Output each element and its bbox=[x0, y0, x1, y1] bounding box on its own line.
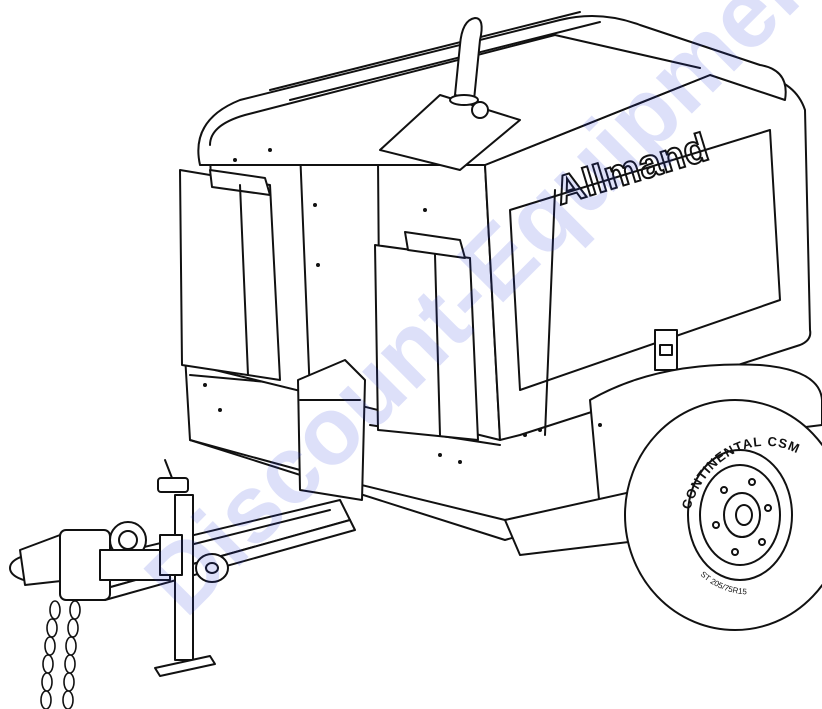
door-latch bbox=[654, 329, 678, 371]
tongue-wheel bbox=[195, 553, 229, 583]
hitch-coupler bbox=[9, 521, 171, 601]
right-doc-box bbox=[374, 231, 479, 441]
left-doc-box bbox=[179, 169, 281, 381]
jack-stand bbox=[154, 459, 216, 677]
exhaust-stack bbox=[449, 17, 483, 106]
lifting-bail bbox=[379, 94, 521, 171]
main-tire bbox=[624, 399, 822, 631]
enclosure-front bbox=[484, 72, 812, 441]
rivets bbox=[203, 148, 602, 464]
center-small-box bbox=[297, 359, 366, 501]
enclosure-roof bbox=[197, 11, 787, 166]
safety-chains bbox=[40, 600, 81, 709]
